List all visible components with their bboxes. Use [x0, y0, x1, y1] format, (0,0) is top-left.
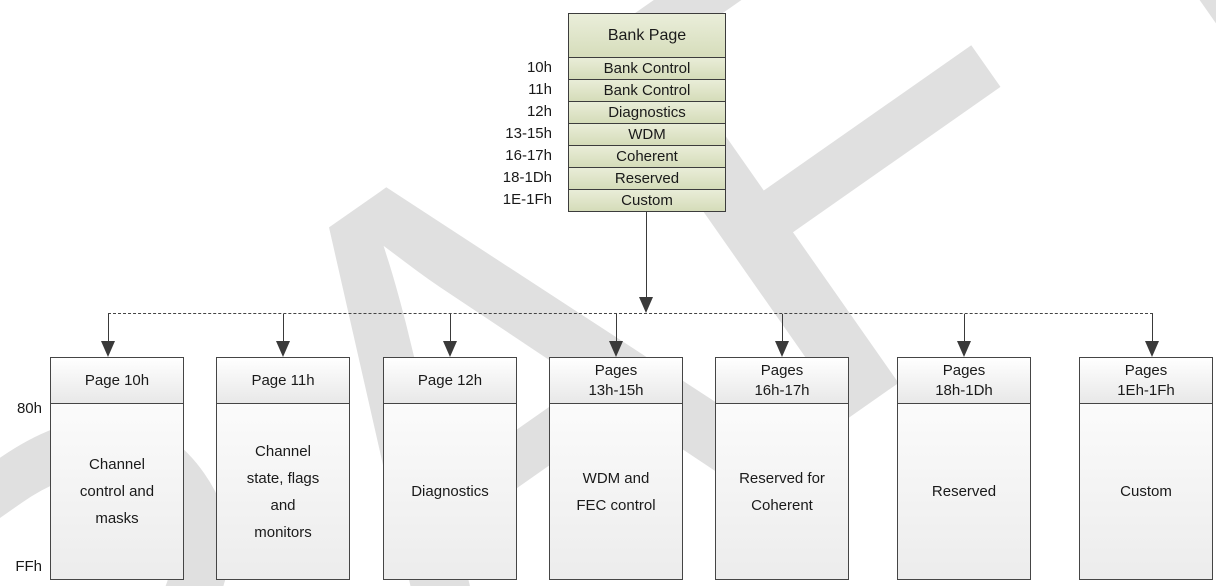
- page-box-body: Diagnostics: [384, 404, 516, 579]
- bank-table-row: Coherent: [569, 145, 725, 167]
- page-box-header: Pages 16h-17h: [716, 358, 848, 404]
- page-box-11h: Page 11h Channel state, flags and monito…: [216, 357, 350, 580]
- bank-to-pages-connector-line: [646, 212, 647, 298]
- page-box-16h-17h: Pages 16h-17h Reserved for Coherent: [715, 357, 849, 580]
- bank-table-row: Custom: [569, 189, 725, 211]
- page-box-12h: Page 12h Diagnostics: [383, 357, 517, 580]
- connector-page-11h: [283, 314, 284, 342]
- page-box-header-line1: Page 12h: [417, 371, 483, 389]
- page-box-18h-1dh: Pages 18h-1Dh Reserved: [897, 357, 1031, 580]
- page-box-body: Custom: [1080, 404, 1212, 579]
- page-box-header: Pages 13h-15h: [550, 358, 682, 404]
- page-box-1eh-1fh: Pages 1Eh-1Fh Custom: [1079, 357, 1213, 580]
- page-box-header-line2: 13h-15h: [588, 381, 644, 399]
- arrowhead-pages-13h-15h-icon: [609, 341, 623, 357]
- bank-page-table-title: Bank Page: [569, 14, 725, 57]
- bank-table-address: 18-1Dh: [502, 169, 552, 186]
- connector-pages-1eh-1fh: [1152, 314, 1153, 342]
- bank-table-address-column: 10h 11h 12h 13-15h 16-17h 18-1Dh 1E-1Fh: [450, 57, 560, 211]
- bank-table-address: 12h: [526, 103, 552, 120]
- page-box-header-line1: Page 11h: [251, 371, 315, 389]
- page-box-header: Pages 18h-1Dh: [898, 358, 1030, 404]
- page-box-header-line2: 18h-1Dh: [935, 381, 993, 399]
- arrowhead-page-10h-icon: [101, 341, 115, 357]
- page-box-header-line2: 1Eh-1Fh: [1117, 381, 1175, 399]
- bank-table-row: Diagnostics: [569, 101, 725, 123]
- bank-table-address: 11h: [528, 81, 552, 98]
- page-box-body: Reserved: [898, 404, 1030, 579]
- arrowhead-page-11h-icon: [276, 341, 290, 357]
- page-box-body: Reserved for Coherent: [716, 404, 848, 579]
- page-box-header: Page 12h: [384, 358, 516, 404]
- connector-page-12h: [450, 314, 451, 342]
- page-box-13h-15h: Pages 13h-15h WDM and FEC control: [549, 357, 683, 580]
- page-box-header: Page 10h: [51, 358, 183, 404]
- page-box-body: WDM and FEC control: [550, 404, 682, 579]
- connector-pages-13h-15h: [616, 314, 617, 342]
- address-label-ffh: FFh: [15, 558, 42, 575]
- connector-pages-16h-17h: [782, 314, 783, 342]
- arrowhead-page-12h-icon: [443, 341, 457, 357]
- bank-to-pages-arrowhead-icon: [639, 297, 653, 313]
- page-box-header-line1: Page 10h: [84, 371, 150, 389]
- page-box-10h: Page 10h Channel control and masks: [50, 357, 184, 580]
- bank-table-address: 10h: [526, 59, 552, 76]
- page-box-header-line1: Pages: [760, 361, 804, 379]
- address-label-80h: 80h: [16, 400, 42, 417]
- arrowhead-pages-16h-17h-icon: [775, 341, 789, 357]
- bank-table-address: 13-15h: [505, 125, 552, 142]
- bank-table-row: WDM: [569, 123, 725, 145]
- page-box-body: Channel state, flags and monitors: [217, 404, 349, 579]
- bank-page-table: Bank Page Bank Control Bank Control Diag…: [568, 13, 726, 212]
- page-box-header-line1: Pages: [594, 361, 638, 379]
- page-box-header-line2: 16h-17h: [754, 381, 810, 399]
- page-box-header: Page 11h: [217, 358, 349, 404]
- bank-table-address: 1E-1Fh: [502, 191, 552, 208]
- connector-page-10h: [108, 314, 109, 342]
- bank-table-address: 16-17h: [505, 147, 552, 164]
- page-box-header: Pages 1Eh-1Fh: [1080, 358, 1212, 404]
- page-box-header-line1: Pages: [1124, 361, 1168, 379]
- bank-table-row: Bank Control: [569, 79, 725, 101]
- bank-table-row: Bank Control: [569, 57, 725, 79]
- arrowhead-pages-1eh-1fh-icon: [1145, 341, 1159, 357]
- page-box-body: Channel control and masks: [51, 404, 183, 579]
- arrowhead-pages-18h-1dh-icon: [957, 341, 971, 357]
- distribution-dashed-line: [108, 313, 1153, 314]
- connector-pages-18h-1dh: [964, 314, 965, 342]
- bank-table-row: Reserved: [569, 167, 725, 189]
- page-box-header-line1: Pages: [942, 361, 986, 379]
